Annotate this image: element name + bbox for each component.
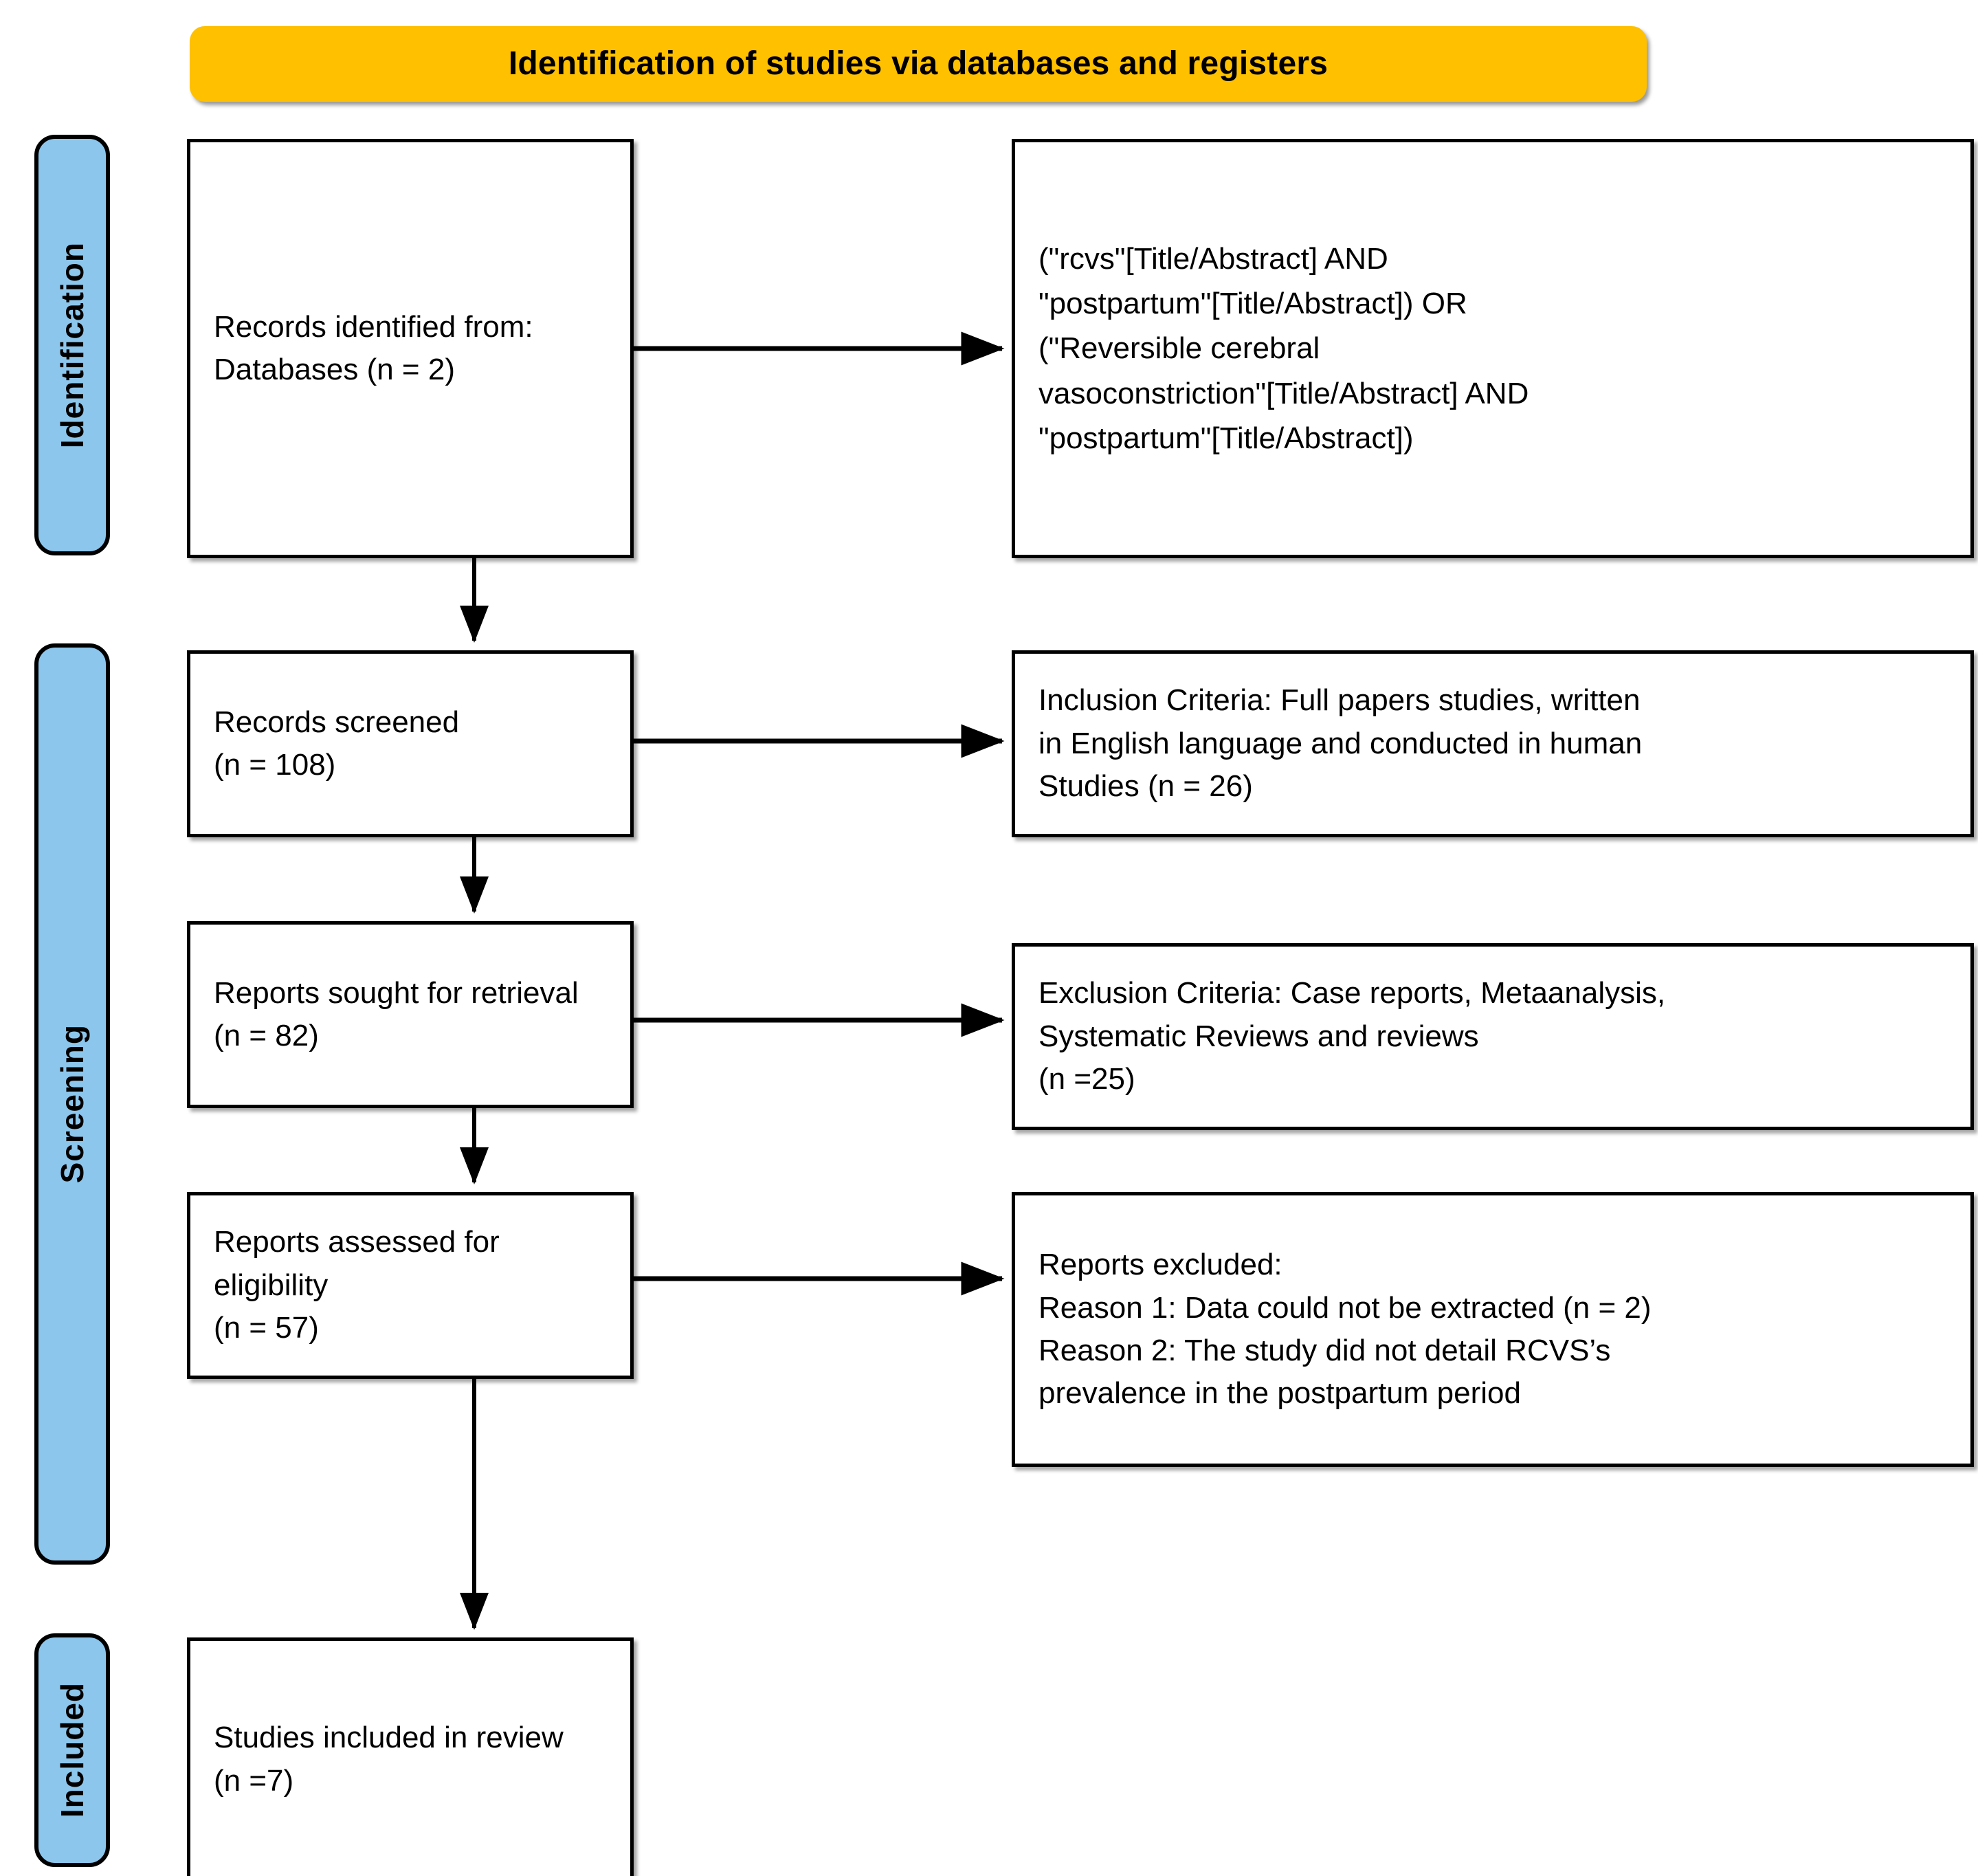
box-studies-included-in-review-text: Studies included in review (n =7) <box>214 1721 564 1798</box>
stage-label-included: Included <box>34 1633 110 1867</box>
box-records-screened: Records screened (n = 108) <box>187 650 634 837</box>
box-exclusion-criteria: Exclusion Criteria: Case reports, Metaan… <box>1012 943 1974 1130</box>
box-reports-sought-for-retrieval: Reports sought for retrieval (n = 82) <box>187 921 634 1108</box>
box-records-screened-text: Records screened (n = 108) <box>214 705 460 782</box>
stage-label-identification-text: Identification <box>54 241 90 449</box>
box-search-query: ("rcvs"[Title/Abstract] AND "postpartum"… <box>1012 139 1974 558</box>
stage-label-included-text: Included <box>54 1682 90 1818</box>
box-search-query-text: ("rcvs"[Title/Abstract] AND "postpartum"… <box>1038 242 1529 455</box>
stage-label-screening-text: Screening <box>54 1024 90 1184</box>
box-records-identified: Records identified from: Databases (n = … <box>187 139 634 558</box>
box-inclusion-criteria: Inclusion Criteria: Full papers studies,… <box>1012 650 1974 837</box>
box-studies-included-in-review: Studies included in review (n =7) <box>187 1637 634 1876</box>
box-reports-assessed-for-eligibility-text: Reports assessed for eligibility (n = 57… <box>214 1225 500 1345</box>
diagram-header-banner: Identification of studies via databases … <box>190 26 1647 102</box>
page-title: Identification of studies via databases … <box>508 45 1329 82</box>
box-exclusion-criteria-text: Exclusion Criteria: Case reports, Metaan… <box>1038 976 1666 1096</box>
stage-label-identification: Identification <box>34 135 110 555</box>
box-reports-excluded-text: Reports excluded: Reason 1: Data could n… <box>1038 1248 1652 1411</box>
box-reports-assessed-for-eligibility: Reports assessed for eligibility (n = 57… <box>187 1192 634 1379</box>
box-inclusion-criteria-text: Inclusion Criteria: Full papers studies,… <box>1038 683 1643 804</box>
box-reports-excluded: Reports excluded: Reason 1: Data could n… <box>1012 1192 1974 1467</box>
box-records-identified-text: Records identified from: Databases (n = … <box>214 309 533 386</box>
stage-label-screening: Screening <box>34 643 110 1565</box>
box-reports-sought-for-retrieval-text: Reports sought for retrieval (n = 82) <box>214 975 579 1052</box>
